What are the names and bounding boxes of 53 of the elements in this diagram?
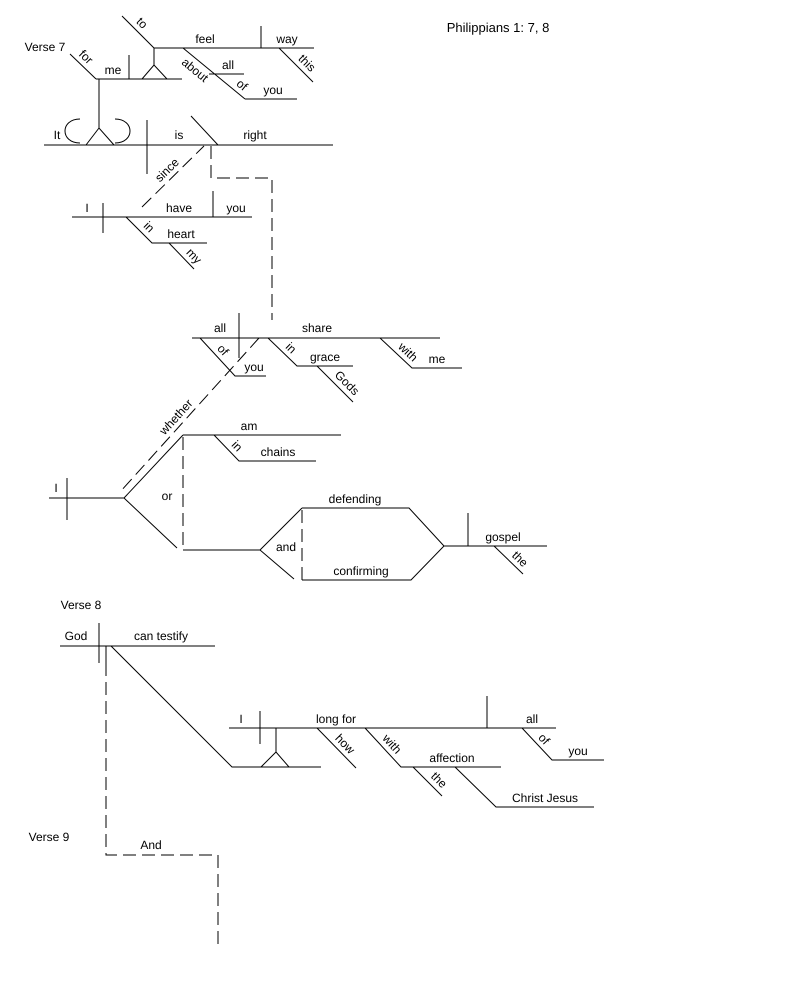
word-label: I [54, 481, 58, 495]
word-label: feel [195, 32, 215, 46]
word-label: to [133, 14, 150, 32]
word-label: you [244, 360, 264, 374]
word-label: long for [316, 712, 356, 726]
word-label: affection [429, 751, 475, 765]
word-label: confirming [333, 564, 389, 578]
word-label: the [509, 548, 531, 570]
verse-label: Verse 8 [60, 598, 102, 612]
word-label: can testify [134, 629, 188, 643]
word-label: for [76, 46, 96, 66]
verse-label: Verse 7 [24, 40, 66, 54]
word-label: have [166, 201, 192, 215]
word-label: of [536, 730, 553, 748]
diagram-title: Philippians 1: 7, 8 [446, 21, 550, 35]
word-label: heart [167, 227, 195, 241]
verse-label: Verse 9 [28, 830, 70, 844]
word-label: all [214, 321, 226, 335]
word-label: how [332, 731, 358, 757]
word-label: I [239, 712, 243, 726]
word-label: or [162, 489, 172, 503]
word-label: you [568, 744, 588, 758]
word-label: my [184, 246, 205, 267]
word-label: the [428, 769, 450, 791]
word-label: in [140, 219, 158, 236]
word-label: It [54, 128, 60, 142]
word-label: me [428, 352, 446, 366]
word-label: God [64, 629, 88, 643]
word-label: way [276, 32, 298, 46]
word-label: in [282, 340, 300, 356]
word-label: of [234, 76, 250, 94]
word-label: chains [260, 445, 296, 459]
word-label: you [263, 83, 283, 97]
word-label: in [228, 437, 246, 454]
word-label: Christ Jesus [512, 791, 578, 805]
word-label: and [276, 540, 296, 554]
word-label: you [226, 201, 246, 215]
word-label: me [104, 63, 122, 77]
word-label: with [395, 339, 420, 364]
word-label: right [243, 128, 267, 142]
word-label: of [214, 341, 232, 358]
word-label: share [302, 321, 332, 335]
word-label: with [380, 732, 405, 757]
word-label: gospel [485, 530, 521, 544]
word-label: defending [328, 492, 382, 506]
word-label: grace [310, 350, 340, 364]
word-label: am [240, 419, 258, 433]
word-label: all [222, 58, 234, 72]
word-label: I [85, 201, 89, 215]
word-label: is [174, 128, 184, 142]
word-label: all [526, 712, 538, 726]
word-label: And [140, 838, 162, 852]
word-label: this [295, 52, 318, 75]
